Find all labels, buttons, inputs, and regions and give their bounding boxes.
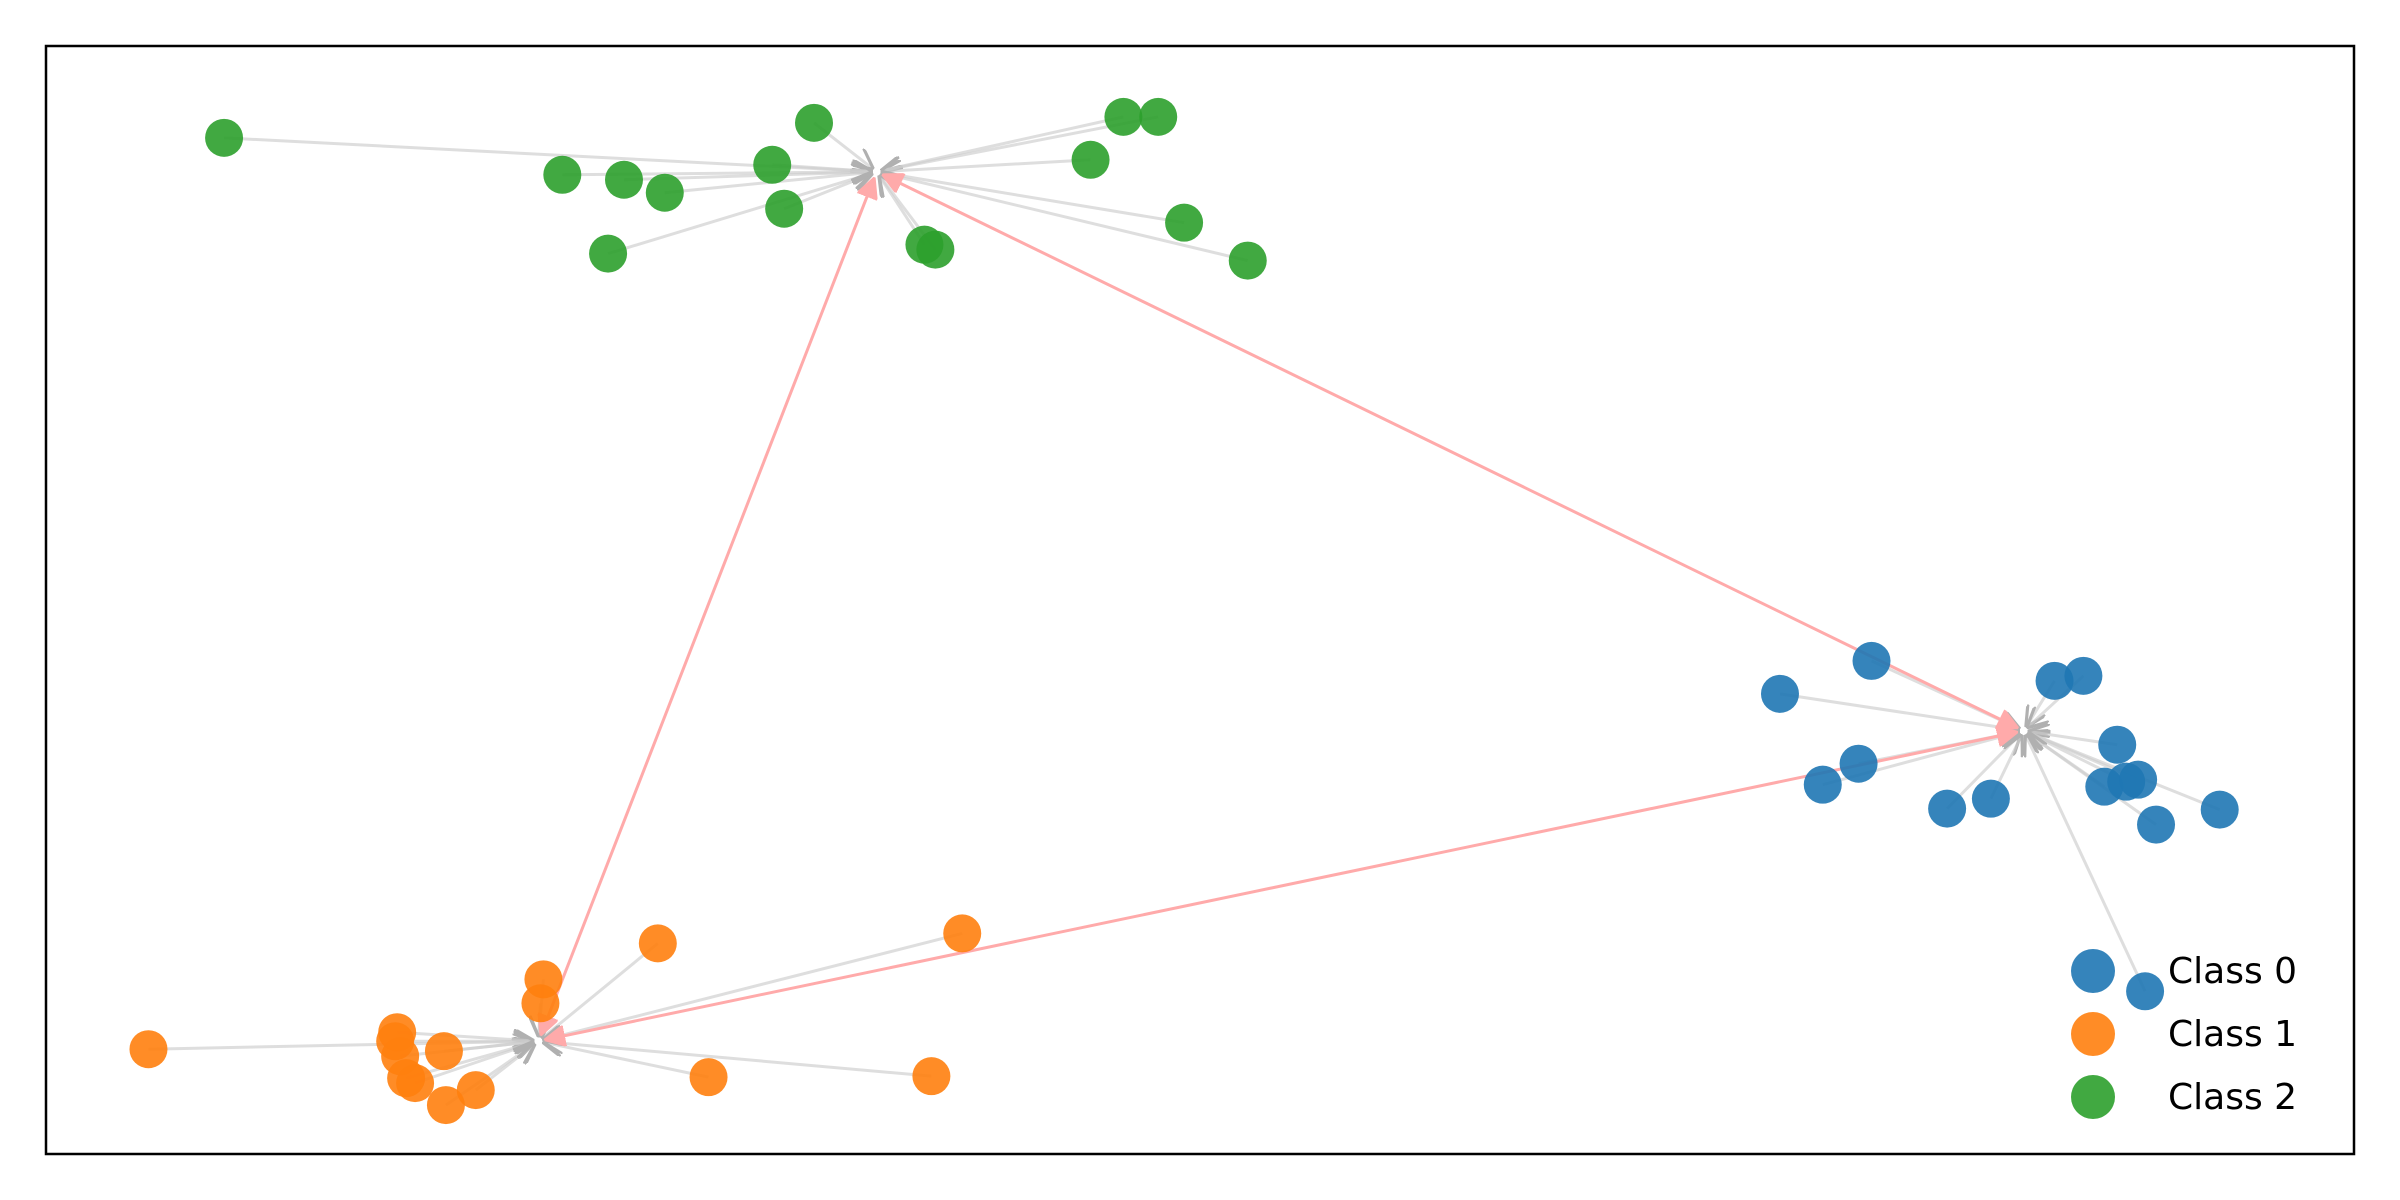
- member-arrow-class1-9: [544, 1042, 709, 1079]
- centroid-arrow-2: [884, 175, 2017, 727]
- point-class1-0: [129, 1030, 168, 1069]
- point-class0-9: [2200, 790, 2239, 829]
- centroid-arrows-layer: [541, 175, 2016, 1039]
- member-arrow-class1-10: [544, 1042, 932, 1078]
- point-class0-0: [2126, 972, 2165, 1011]
- point-class2-13: [1104, 97, 1143, 136]
- point-class2-3: [1228, 241, 1267, 280]
- centroid-arrow-1: [541, 179, 873, 1034]
- point-class2-4: [1165, 203, 1204, 242]
- point-class0-13: [2035, 661, 2074, 700]
- point-class2-14: [1139, 97, 1178, 136]
- point-class2-12: [795, 103, 834, 142]
- legend-label-1: Class 1: [2168, 1014, 2297, 1055]
- point-class0-10: [2098, 725, 2137, 764]
- point-class1-12: [524, 960, 563, 999]
- point-class0-11: [1760, 674, 1799, 713]
- legend-label-2: Class 2: [2168, 1077, 2297, 1118]
- point-class2-0: [589, 234, 628, 273]
- point-class0-7: [2085, 767, 2124, 806]
- point-class2-7: [604, 160, 643, 199]
- points-layer: [129, 97, 2239, 1125]
- point-class2-10: [1071, 140, 1110, 179]
- point-class2-11: [205, 118, 244, 157]
- legend: Class 0 Class 1 Class 2: [2071, 949, 2297, 1119]
- point-class0-8: [2119, 760, 2158, 799]
- point-class0-4: [1839, 744, 1878, 783]
- point-class0-12: [1852, 641, 1891, 680]
- plot-area: [44, 44, 2356, 1156]
- point-class2-9: [753, 145, 792, 184]
- member-arrow-class0-0: [2026, 736, 2147, 992]
- legend-label-0: Class 0: [2168, 951, 2297, 992]
- point-class2-5: [765, 189, 804, 228]
- point-class0-1: [1928, 789, 1967, 828]
- legend-marker-1: [2071, 1012, 2115, 1056]
- point-class1-8: [378, 1013, 417, 1052]
- axes-frame: [44, 44, 2356, 1156]
- point-class1-14: [943, 914, 982, 953]
- point-class1-10: [912, 1057, 951, 1096]
- point-class1-6: [424, 1032, 463, 1071]
- point-class1-1: [426, 1086, 465, 1125]
- point-class0-2: [1971, 779, 2010, 818]
- point-class0-5: [2137, 805, 2176, 844]
- point-class0-14: [2064, 656, 2103, 695]
- legend-marker-0: [2071, 949, 2115, 993]
- point-class1-3: [456, 1071, 495, 1110]
- legend-marker-2: [2071, 1075, 2115, 1119]
- member-arrow-class2-10: [883, 158, 1091, 172]
- member-arrow-class1-8: [397, 1032, 532, 1041]
- point-class1-13: [638, 924, 677, 963]
- point-class2-8: [543, 155, 582, 194]
- point-class1-9: [689, 1058, 728, 1097]
- point-class0-3: [1803, 765, 1842, 804]
- point-class2-2: [916, 230, 955, 269]
- point-class2-6: [645, 173, 684, 212]
